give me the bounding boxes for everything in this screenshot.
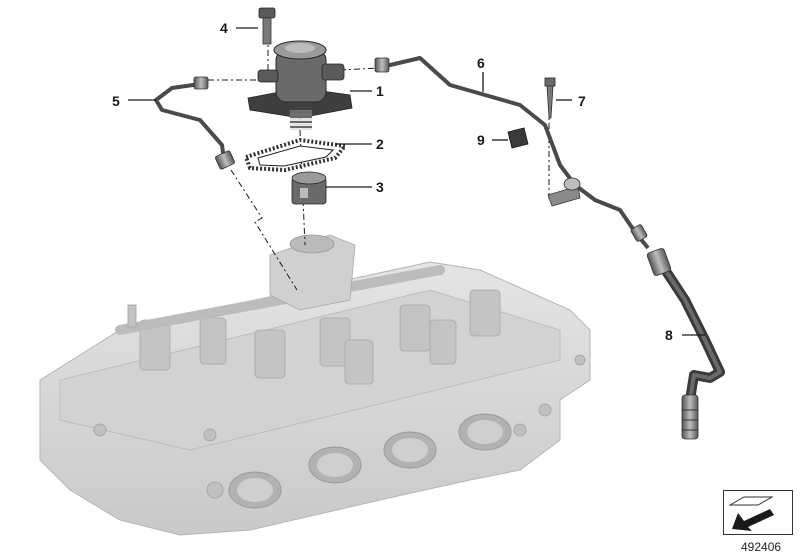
callout-7: 7 — [578, 93, 586, 109]
callout-8: 8 — [665, 327, 673, 343]
callout-1: 1 — [376, 83, 384, 99]
gasket — [243, 137, 349, 173]
orientation-badge — [723, 490, 793, 535]
fuel-line-right — [374, 56, 650, 250]
diagram-number: 492406 — [741, 540, 782, 554]
callout-6: 6 — [477, 55, 485, 71]
orientation-arrow-icon — [728, 496, 774, 531]
clip — [507, 127, 529, 149]
leader-lines — [128, 27, 705, 336]
callouts: 1 2 3 4 5 6 7 8 9 — [112, 20, 673, 343]
callout-5: 5 — [112, 93, 120, 109]
clip-screw — [544, 77, 556, 119]
callout-9: 9 — [477, 132, 485, 148]
callout-3: 3 — [376, 179, 384, 195]
bolt — [258, 7, 276, 45]
fuel-line-left — [154, 76, 235, 170]
flexible-hose — [646, 248, 725, 440]
cylinder-head — [39, 234, 591, 536]
tappet — [291, 171, 327, 205]
callout-2: 2 — [376, 136, 384, 152]
high-pressure-pump — [247, 40, 353, 130]
callout-4: 4 — [220, 20, 228, 36]
